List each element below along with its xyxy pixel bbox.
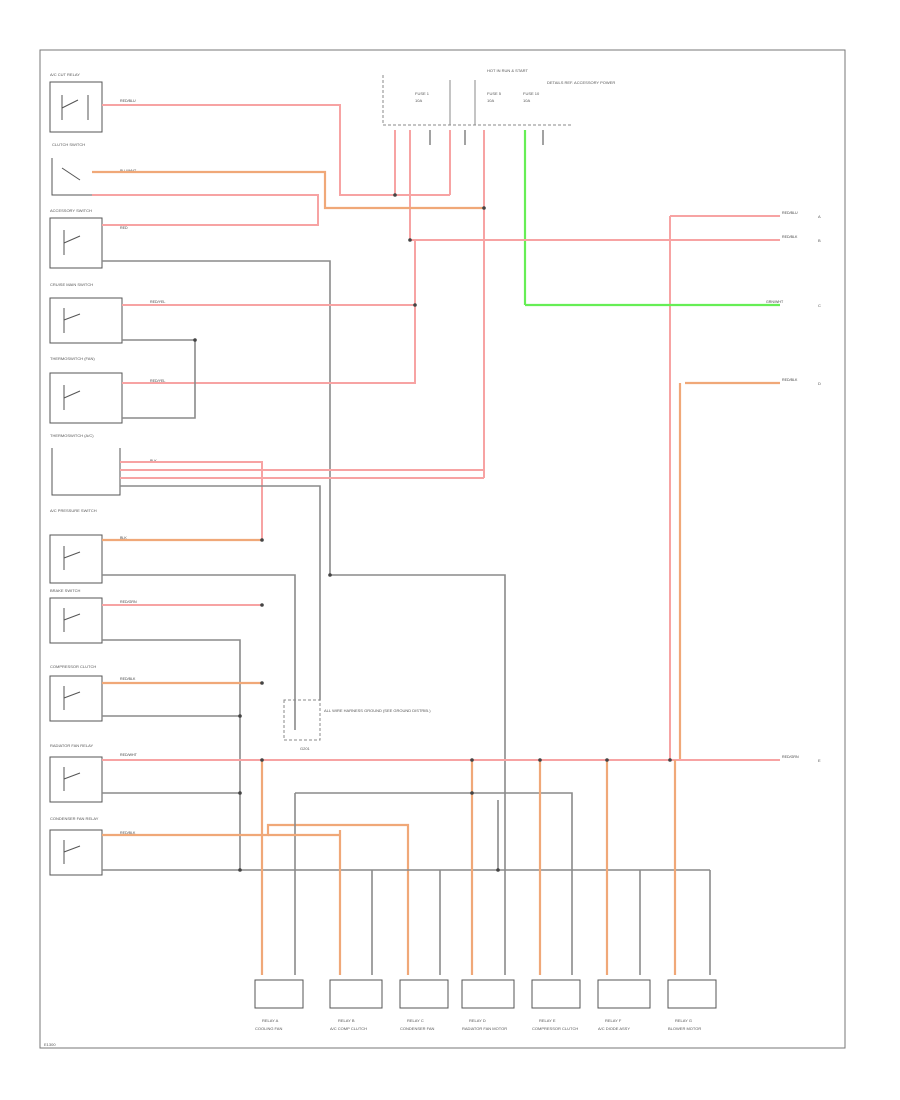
component-9 (49, 675, 103, 722)
fuse-box: HOT IN RUN & START FUSE 1 10A FUSE 5 10A… (382, 68, 615, 126)
component-8-label: BRAKE SWITCH (50, 588, 81, 593)
component-11-label: CONDENSER FAN RELAY (50, 816, 99, 821)
svg-text:D: D (818, 381, 821, 386)
component-10-label: RADIATOR FAN RELAY (50, 743, 93, 748)
ground-box: ALL WIRE HARNESS GROUND (SEE GROUND DIST… (283, 699, 431, 751)
svg-text:A: A (818, 214, 821, 219)
bottom-component-7 (667, 979, 717, 1009)
svg-text:B: B (818, 238, 821, 243)
diagram-frame (39, 49, 846, 1049)
right-output-3-code: GRN/WHT (766, 300, 784, 304)
component-5 (49, 372, 123, 424)
bottom-component-1 (254, 979, 304, 1009)
fuse-box-title: HOT IN RUN & START (487, 68, 528, 73)
bottom-component-6-label: RELAY F (605, 1018, 622, 1023)
bottom-component-3-sub: CONDENSER FAN (400, 1026, 435, 1031)
component-2 (51, 158, 92, 196)
left-components: A/C CUT RELAY RED/BLU CLUTCH SWITCH BLU/… (49, 72, 165, 876)
fuse-box-note: DETAILS REF. ACCESSORY POWER (547, 80, 615, 85)
junctions (193, 193, 672, 872)
bottom-component-7-sub: BLOWER MOTOR (668, 1026, 701, 1031)
bottom-component-5-sub: COMPRESSOR CLUTCH (532, 1026, 578, 1031)
component-9-code: RED/BLK (120, 677, 136, 681)
component-4-code: RED/YEL (150, 300, 165, 304)
component-10-code: RED/WHT (120, 753, 138, 757)
component-11 (49, 829, 103, 876)
bottom-component-3-label: RELAY C (407, 1018, 424, 1023)
component-7-label: A/C PRESSURE SWITCH (50, 508, 97, 513)
component-3-code: RED (120, 226, 128, 230)
bottom-component-5-label: RELAY E (539, 1018, 556, 1023)
wires (92, 104, 780, 975)
component-4-label: CRUISE MAIN SWITCH (50, 282, 93, 287)
switch-symbol-1 (61, 95, 89, 120)
component-8-code: RED/GRN (120, 600, 137, 604)
bottom-component-1-label: RELAY A (262, 1018, 279, 1023)
bottom-component-6-sub: A/C DIODE ASSY (598, 1026, 630, 1031)
component-10 (49, 756, 103, 803)
ground-note: G201 (300, 746, 311, 751)
component-5-code: RED/YEL (150, 379, 165, 383)
component-7 (49, 534, 103, 584)
right-output-4-code: RED/BLK (782, 378, 798, 382)
component-11-code: RED/BLK (120, 831, 136, 835)
bottom-component-5 (531, 979, 581, 1009)
bottom-component-1-sub: COOLING FAN (255, 1026, 282, 1031)
component-8 (49, 597, 103, 644)
component-4 (49, 297, 123, 344)
footer-code: E1300 (44, 1042, 56, 1047)
fuse-drops (394, 130, 544, 478)
component-7-code: BLK (120, 536, 127, 540)
component-2-label: CLUTCH SWITCH (52, 142, 85, 147)
bottom-component-4-label: RELAY D (469, 1018, 486, 1023)
component-9-label: COMPRESSOR CLUTCH (50, 664, 96, 669)
bottom-component-2-sub: A/C COMP CLUTCH (330, 1026, 367, 1031)
svg-text:C: C (818, 303, 821, 308)
bottom-component-7-label: RELAY G (675, 1018, 692, 1023)
component-1-label: A/C CUT RELAY (50, 72, 80, 77)
fuse-a-label: FUSE 1 (415, 91, 430, 96)
bottom-component-2-label: RELAY B (338, 1018, 355, 1023)
bottom-component-4-sub: RADIATOR FAN MOTOR (462, 1026, 507, 1031)
right-outputs: RED/BLU A RED/BLK B GRN/WHT C RED/BLK D … (766, 211, 821, 763)
bottom-components: RELAY A COOLING FAN RELAY B A/C COMP CLU… (254, 979, 717, 1031)
svg-text:E: E (818, 758, 821, 763)
right-output-1-code: RED/BLU (782, 211, 798, 215)
fuse-b-rating: 10A (487, 98, 494, 103)
fuse-a-rating: 10A (415, 98, 422, 103)
component-1 (49, 81, 103, 133)
bottom-component-3 (399, 979, 449, 1009)
right-output-2-code: RED/BLK (782, 235, 798, 239)
fuse-b-label: FUSE 5 (487, 91, 502, 96)
ground-box-label: ALL WIRE HARNESS GROUND (SEE GROUND DIST… (324, 708, 431, 713)
bottom-component-6 (597, 979, 651, 1009)
fuse-c-label: FUSE 10 (523, 91, 540, 96)
component-5-label: THERMOSWITCH (FAN) (50, 356, 95, 361)
bottom-component-2 (329, 979, 383, 1009)
component-3-label: ACCESSORY SWITCH (50, 208, 92, 213)
component-3 (49, 217, 103, 269)
bottom-component-4 (461, 979, 515, 1009)
component-6-label: THERMOSWITCH (A/C) (50, 433, 94, 438)
component-1-code: RED/BLU (120, 99, 136, 103)
right-output-5-code: RED/GRN (782, 755, 799, 759)
component-6 (51, 448, 121, 496)
fuse-c-rating: 10A (523, 98, 530, 103)
